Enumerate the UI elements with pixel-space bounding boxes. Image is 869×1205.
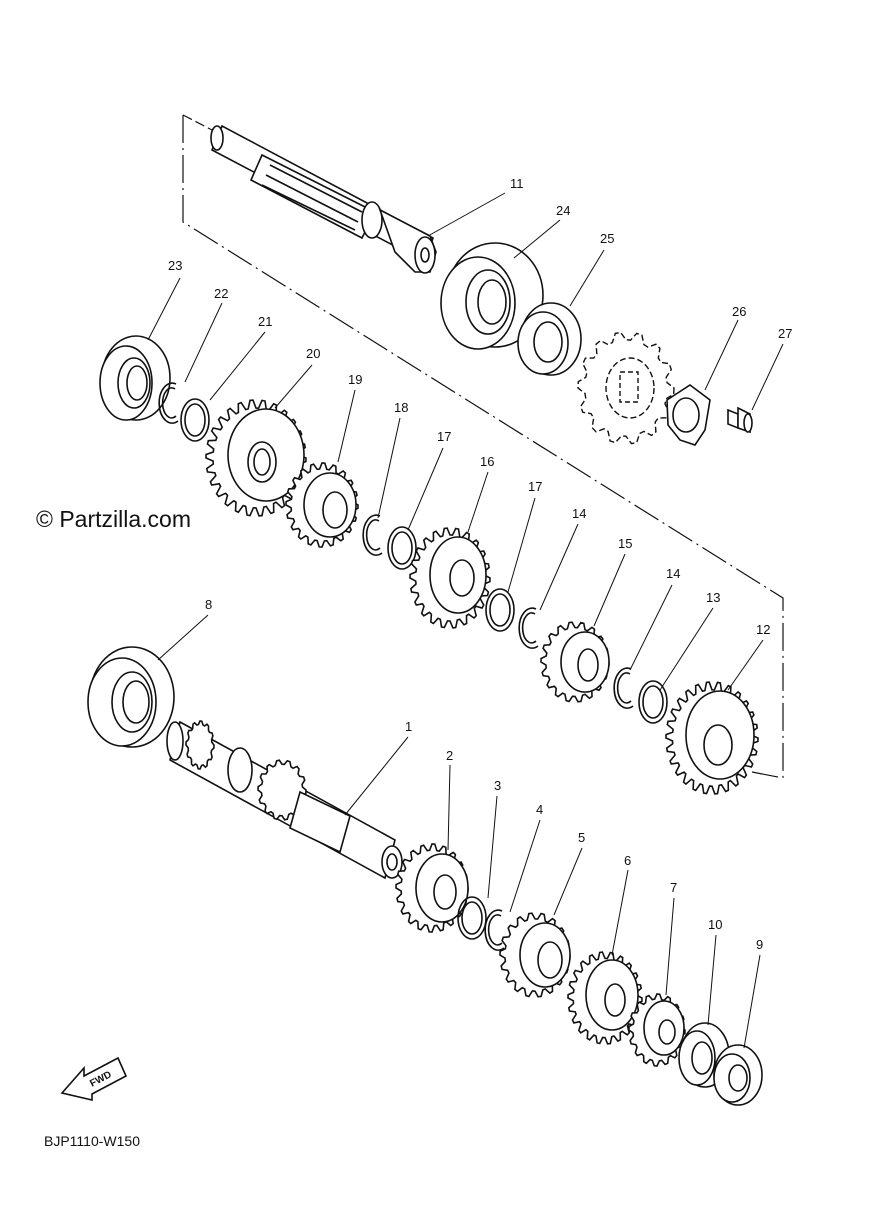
diagram-code: BJP1110-W150 — [44, 1133, 140, 1149]
bearing-24 — [440, 242, 544, 350]
callout-5: 5 — [578, 830, 585, 845]
callout-22: 22 — [214, 286, 228, 301]
callout-21: 21 — [258, 314, 272, 329]
callout-17b: 17 — [528, 479, 542, 494]
callout-13: 13 — [706, 590, 720, 605]
callout-16: 16 — [480, 454, 494, 469]
circlip-14a — [518, 607, 539, 649]
gear-12 — [665, 681, 759, 795]
assembly-outline-top — [182, 114, 213, 131]
drive-axle — [166, 720, 403, 880]
gear-6 — [567, 951, 643, 1045]
washer-17b — [485, 588, 515, 632]
circlip-22 — [158, 382, 179, 424]
callout-26: 26 — [732, 304, 746, 319]
callout-4: 4 — [536, 802, 543, 817]
callout-24: 24 — [556, 203, 570, 218]
callout-3: 3 — [494, 778, 501, 793]
callout-27: 27 — [778, 326, 792, 341]
circlip-4 — [484, 909, 505, 951]
callout-9: 9 — [756, 937, 763, 952]
callout-20: 20 — [306, 346, 320, 361]
main-axle — [210, 124, 437, 274]
lock-washer-26 — [666, 384, 711, 446]
fwd-arrow-icon: FWD — [60, 1056, 128, 1102]
gear-5 — [499, 912, 571, 998]
callout-1: 1 — [405, 719, 412, 734]
gear-20 — [205, 399, 307, 517]
bearing-23 — [99, 335, 171, 421]
callout-10: 10 — [708, 917, 722, 932]
collar-9 — [713, 1044, 763, 1106]
callout-17a: 17 — [437, 429, 451, 444]
drive-sprocket — [577, 331, 675, 445]
circlip-14b — [613, 667, 634, 709]
gear-19 — [285, 462, 359, 548]
callout-11: 11 — [510, 176, 524, 191]
callout-15: 15 — [618, 536, 632, 551]
callout-25: 25 — [600, 231, 614, 246]
watermark: © Partzilla.com — [36, 506, 191, 532]
washer-21 — [180, 398, 210, 442]
assembly-outline — [182, 115, 784, 779]
bolt-27 — [727, 406, 753, 434]
washer-13 — [638, 680, 668, 724]
gear-16 — [409, 527, 491, 629]
callout-12: 12 — [756, 622, 770, 637]
gear-15 — [540, 621, 610, 703]
callout-14a: 14 — [572, 506, 586, 521]
callout-18: 18 — [394, 400, 408, 415]
circlip-18 — [362, 514, 383, 556]
callout-23: 23 — [168, 258, 182, 273]
gear-7 — [628, 993, 686, 1067]
callout-7: 7 — [670, 880, 677, 895]
washer-3 — [457, 896, 487, 940]
callout-6: 6 — [624, 853, 631, 868]
callout-2: 2 — [446, 748, 453, 763]
callout-14b: 14 — [666, 566, 680, 581]
leader-lines — [147, 192, 784, 1049]
callout-19: 19 — [348, 372, 362, 387]
oil-seal-25 — [517, 302, 582, 376]
bearing-8 — [87, 646, 175, 748]
gear-2 — [395, 843, 469, 933]
callout-8: 8 — [205, 597, 212, 612]
